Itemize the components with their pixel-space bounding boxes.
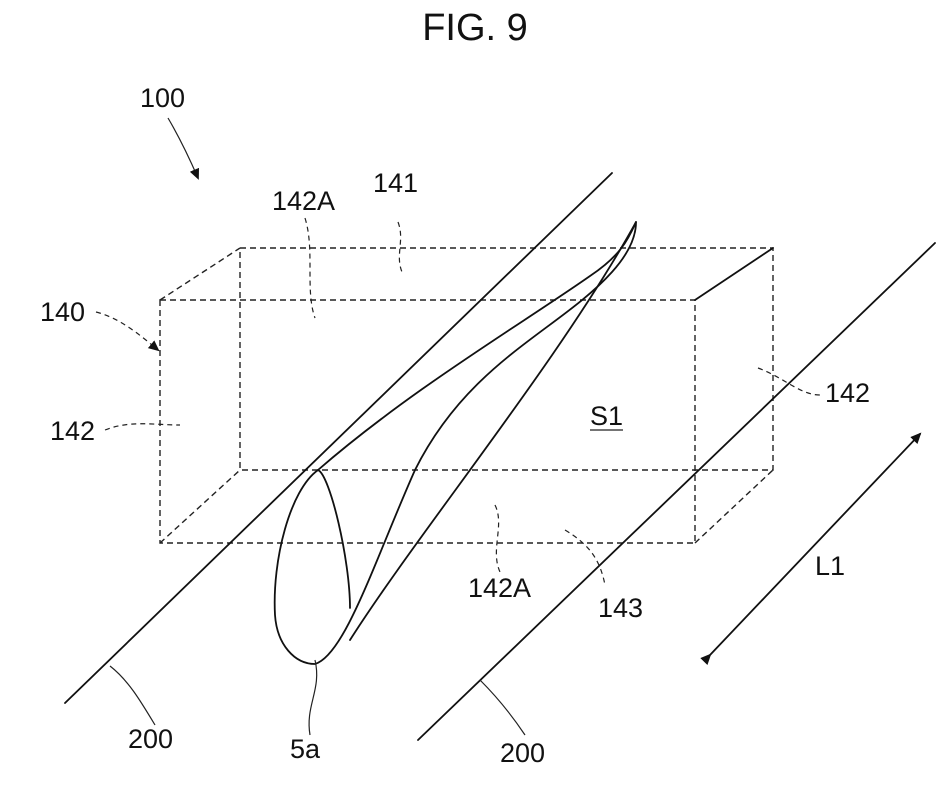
leader-142-left (105, 424, 180, 430)
leader-5a (309, 660, 317, 735)
label-142A-bottom: 142A (468, 573, 531, 603)
box-edge (160, 248, 240, 300)
box-edge-solid (695, 248, 773, 300)
label-200-right: 200 (500, 738, 545, 768)
lobe-5a-inner (318, 470, 350, 608)
wire-right (418, 243, 935, 740)
label-143: 143 (598, 593, 643, 623)
leader-142A-bottom (495, 505, 500, 572)
leader-142-right (758, 368, 820, 395)
leader-200-right (480, 680, 525, 735)
leader-143 (565, 530, 605, 585)
box-edge (695, 470, 773, 543)
arrow-140 (96, 312, 158, 350)
label-s1: S1 (590, 401, 623, 431)
direction-arrow-l1 (710, 434, 920, 655)
label-142-right: 142 (825, 378, 870, 408)
box-edge (160, 470, 240, 543)
leader-141 (398, 222, 402, 272)
lobe-5a-outline (275, 222, 636, 664)
wire-left (65, 173, 612, 703)
label-140: 140 (40, 297, 85, 327)
label-142A-top: 142A (272, 186, 335, 216)
figure-title: FIG. 9 (422, 7, 528, 49)
leader-142A-top (305, 218, 315, 318)
label-5a: 5a (290, 734, 321, 764)
arrow-100 (168, 118, 198, 178)
label-142-left: 142 (50, 416, 95, 446)
label-200-left: 200 (128, 724, 173, 754)
label-141: 141 (373, 168, 418, 198)
label-l1: L1 (815, 551, 845, 581)
label-100: 100 (140, 83, 185, 113)
leader-200-left (110, 666, 155, 725)
